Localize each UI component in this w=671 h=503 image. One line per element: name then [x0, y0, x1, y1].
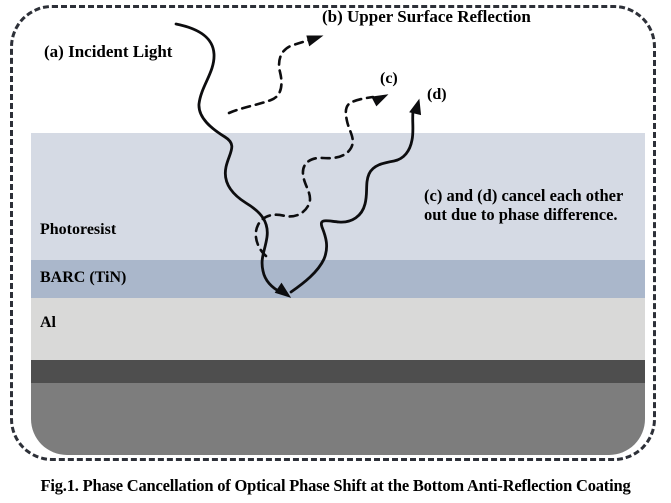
layer-al: [31, 298, 645, 360]
incident-light-arrowhead: [274, 282, 292, 298]
photoresist-label: Photoresist: [40, 221, 117, 238]
cancellation-note: (c) and (d) cancel each other out due to…: [424, 186, 623, 224]
incident-light-label: (a) Incident Light: [44, 42, 173, 61]
layer-photoresist: [31, 133, 645, 260]
layer-substrate: [31, 383, 645, 455]
upper-surface-reflection-ray: [227, 37, 314, 115]
ray-d-arrowhead: [409, 98, 422, 116]
layer-dark-film: [31, 360, 645, 383]
ray-c-arrowhead: [371, 94, 389, 107]
ray-c-label: (c): [380, 70, 398, 87]
incident-light-ray: [174, 22, 284, 295]
ray-d-label: (d): [427, 86, 447, 103]
cancellation-note-line1: (c) and (d) cancel each other: [424, 186, 624, 205]
material-stack: [31, 133, 645, 455]
upper-surface-reflection-arrowhead: [306, 35, 324, 47]
layer-barc: [31, 260, 645, 298]
upper-surface-reflection-label: (b) Upper Surface Reflection: [322, 7, 531, 26]
al-label: Al: [40, 314, 56, 331]
figure-caption: Fig.1. Phase Cancellation of Optical Pha…: [40, 476, 631, 495]
ray-c-path: [254, 95, 375, 258]
ray-d-path: [289, 109, 415, 294]
cancellation-note-line2: out due to phase difference.: [424, 205, 618, 224]
barc-label: BARC (TiN): [40, 269, 127, 286]
